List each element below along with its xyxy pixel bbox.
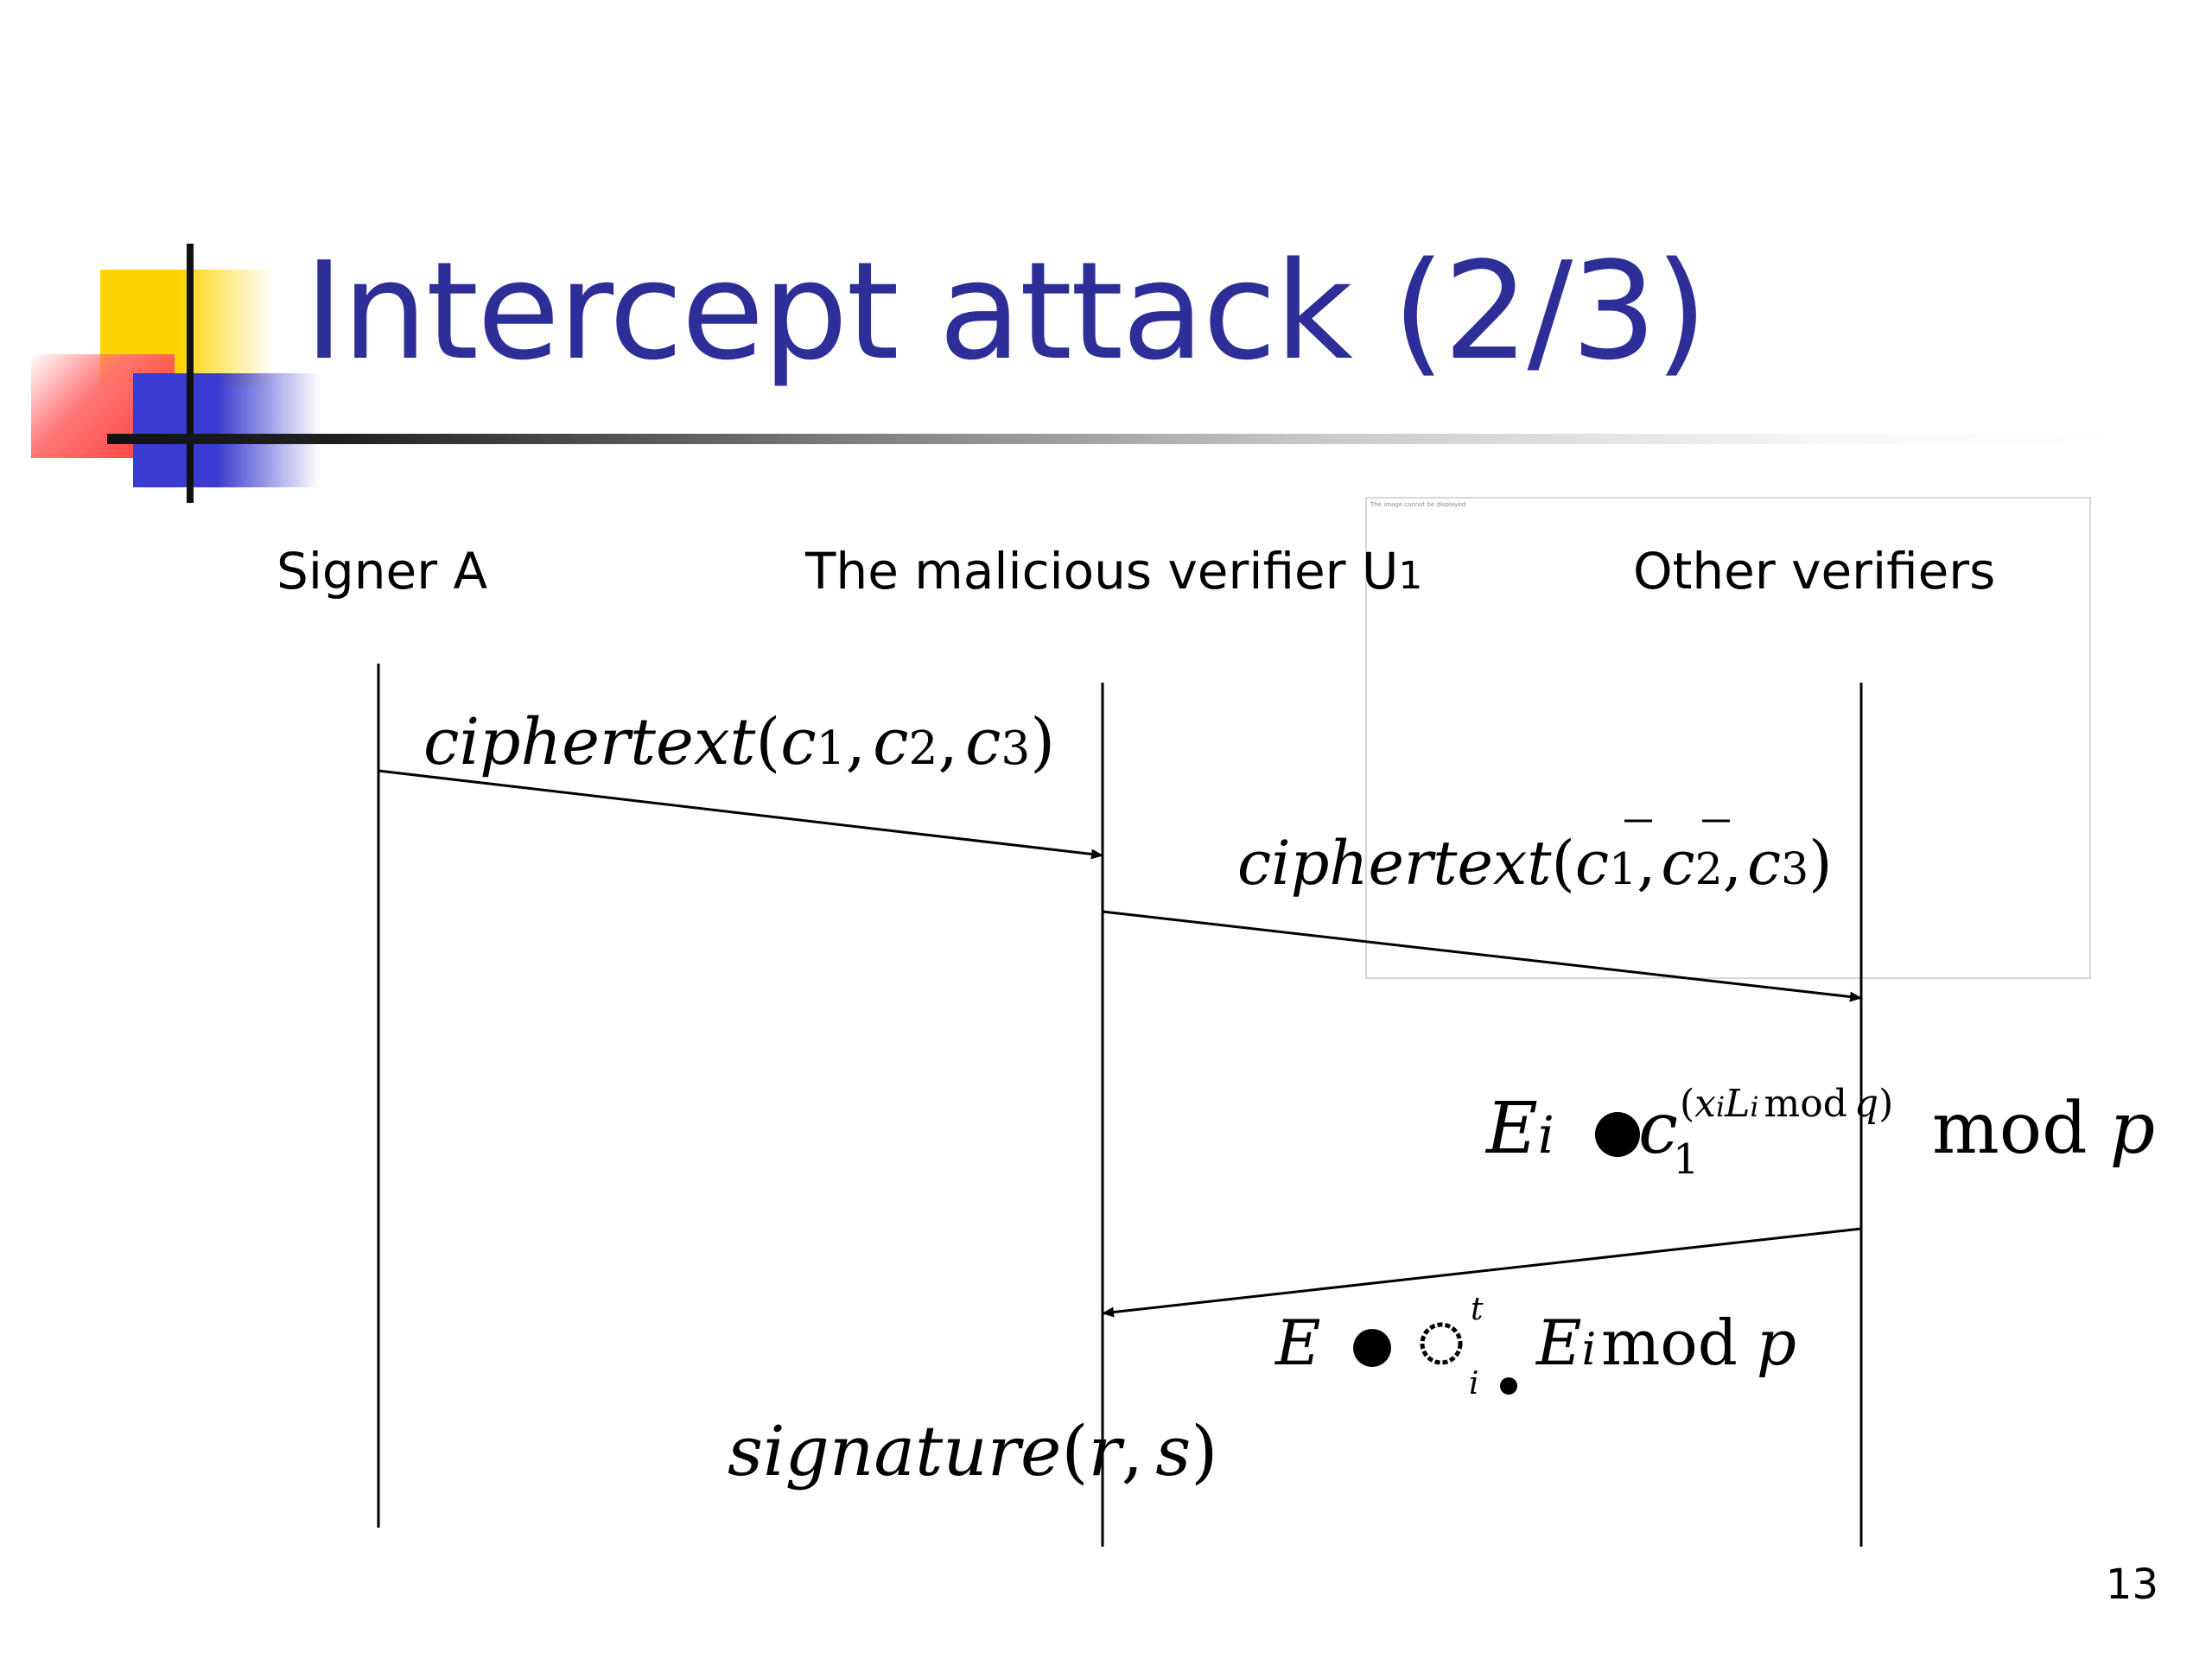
title-underline bbox=[107, 434, 2120, 444]
actor-malicious-verifier: The malicious verifier U1 bbox=[805, 542, 1423, 601]
arrow-ei-to-u1 bbox=[1102, 1227, 1862, 1318]
bullet-subscript-product bbox=[1500, 1377, 1517, 1395]
product-symbol-ring bbox=[1420, 1322, 1463, 1365]
actor-signer-a: Signer A bbox=[276, 542, 488, 601]
broken-image-note: The image cannot be displayed bbox=[1370, 501, 1466, 508]
label-ciphertext-2: ciphertext(c1,c2,c3) bbox=[1237, 828, 1833, 899]
label-ciphertext-1: ciphertext(c1,c2,c3) bbox=[423, 705, 1056, 779]
page-number: 13 bbox=[2105, 1560, 2158, 1609]
arrow-ciphertext-to-u1 bbox=[378, 769, 1103, 860]
equation-ei-base-sub: 1 bbox=[1673, 1135, 1700, 1184]
bullet-eq-e bbox=[1353, 1329, 1391, 1367]
label-signature: signature(r,s) bbox=[728, 1411, 1218, 1491]
equation-ei: Ei bbox=[1486, 1088, 1554, 1170]
title-decoration-blue-square bbox=[133, 373, 320, 487]
equation-e-product-upper: t bbox=[1471, 1292, 1484, 1327]
equation-e: E bbox=[1275, 1306, 1321, 1379]
slide-title: Intercept attack (2/3) bbox=[304, 232, 1707, 390]
title-decoration-vertical-line bbox=[187, 244, 194, 503]
equation-e-product-lower: i bbox=[1469, 1366, 1479, 1402]
broken-image-frame bbox=[1365, 497, 2091, 979]
arrow-ciphertext-to-others bbox=[1102, 910, 1862, 1002]
bullet-eq-ei bbox=[1595, 1112, 1640, 1157]
actor-other-verifiers: Other verifiers bbox=[1633, 542, 1996, 601]
equation-ei-base: c bbox=[1638, 1088, 1678, 1170]
